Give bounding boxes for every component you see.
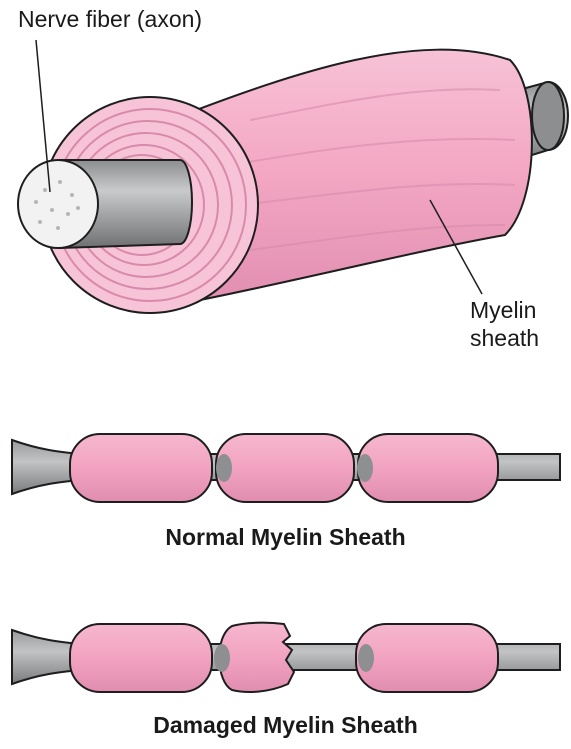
axon-label: Nerve fiber (axon)	[18, 6, 202, 33]
axon-cross-section	[18, 160, 98, 248]
node-of-ranvier	[358, 644, 374, 672]
axon-cylinder-illustration	[18, 40, 568, 313]
damaged-sheath-illustration	[12, 623, 560, 692]
myelin-label-line1: Myelin	[470, 296, 539, 324]
normal-sheath-segment	[70, 434, 212, 502]
myelin-sheath-label: Myelin sheath	[470, 296, 539, 352]
normal-sheath-segment	[216, 434, 354, 502]
normal-sheath-segment	[358, 434, 498, 502]
normal-sheath-caption: Normal Myelin Sheath	[0, 524, 571, 551]
node-of-ranvier	[216, 454, 232, 482]
normal-sheath-illustration	[12, 434, 560, 502]
damaged-sheath-segment	[70, 624, 212, 692]
damaged-sheath-caption: Damaged Myelin Sheath	[0, 712, 571, 739]
axon-right-cap	[532, 82, 564, 150]
myelin-label-line2: sheath	[470, 324, 539, 352]
node-of-ranvier	[214, 644, 230, 672]
damaged-sheath-segment	[356, 624, 498, 692]
node-of-ranvier	[357, 454, 373, 482]
damaged-sheath-broken-segment	[219, 623, 294, 692]
